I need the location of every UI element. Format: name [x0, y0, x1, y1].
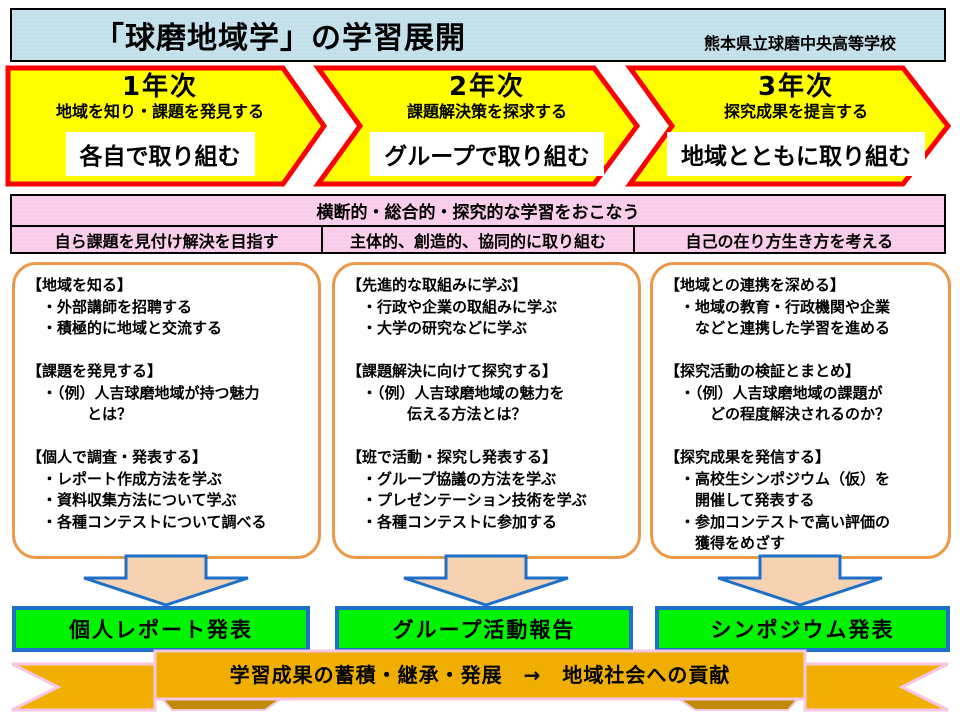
activity-line	[27, 340, 318, 362]
activities-year2-card: 【先進的な取組みに学ぶ】 ・行政や企業の取組みに学ぶ ・大学の研究などに学ぶ 【…	[332, 262, 641, 559]
activity-line: 【地域との連携を深める】	[665, 276, 845, 294]
stage-year3-mode: 地域とともに取り組む	[667, 132, 925, 176]
activity-line	[27, 426, 318, 448]
activity-line: 【先進的な取組みに学ぶ】	[347, 276, 528, 294]
stage-year3: 3年次 探究成果を提言する 地域とともに取り組む	[660, 72, 932, 182]
stage-year3-title: 3年次	[757, 72, 835, 102]
activity-line: ・（例）人吉球磨地域が持つ魅力	[27, 383, 260, 402]
activity-line: ・プレゼンテーション技術を学ぶ	[347, 491, 587, 509]
down-arrows-graphic	[83, 554, 883, 607]
stage-year2-title: 2年次	[448, 72, 526, 102]
activity-line	[347, 426, 638, 448]
activity-line: ・参加コンテストで高い評価の	[665, 512, 891, 531]
stage-year1-subtitle: 地域を知り・課題を発見する	[55, 102, 264, 121]
activity-line	[665, 426, 948, 448]
stage-year2: 2年次 課題解決策を探求する グループで取り組む	[346, 72, 628, 182]
activities-year3-card: 【地域との連携を深める】 ・地域の教育・行政機関や企業 などと連携した学習を進め…	[650, 262, 951, 559]
activity-line: 伝える方法とは？	[347, 405, 527, 423]
ribbon-right-tail	[803, 662, 949, 712]
output-year2: グループ活動報告	[335, 606, 633, 652]
activity-line: 【班で活動・探究し発表する】	[347, 448, 558, 466]
title-bar: 「球磨地域学」の学習展開 熊本県立球磨中央高等学校	[10, 8, 946, 62]
activity-line: ・行政や企業の取組みに学ぶ	[347, 297, 558, 316]
stage-year1-mode: 各自で取り組む	[65, 132, 255, 176]
activity-line: 開催して発表する	[665, 491, 815, 509]
approach-cell-3: 自己の在り方生き方を考える	[685, 231, 894, 251]
approach-cell-1: 自ら課題を見付け解決を目指す	[12, 227, 324, 252]
stage-year2-mode-box: グループで取り組む	[346, 132, 628, 176]
output-year3: シンポジウム発表	[655, 606, 950, 652]
activity-line: ・グループ協議の方法を学ぶ	[347, 469, 557, 488]
activity-line: ・（例）人吉球磨地域の課題が	[665, 383, 883, 402]
activity-line: 【個人で調査・発表する】	[27, 448, 208, 466]
ribbon-banner-graphic	[11, 649, 949, 712]
ribbon-center-panel	[153, 649, 807, 701]
stage-year2-subtitle: 課題解決策を探求する	[406, 102, 567, 121]
activity-line: 獲得をめざす	[665, 534, 786, 552]
activity-line: ・高校生シンポジウム（仮）を	[665, 469, 891, 488]
down-arrow-icon	[403, 554, 569, 607]
ribbon-banner-text: 学習成果の蓄積・継承・発展 → 地域社会への貢献	[229, 663, 731, 687]
activity-line: 【課題を発見する】	[27, 362, 163, 380]
stage-year1-title: 1年次	[121, 72, 199, 102]
activity-line: ・資料収集方法について学ぶ	[27, 491, 237, 509]
activity-line: ・各種コンテストについて調べる	[27, 512, 267, 531]
school-name: 熊本県立球磨中央高等学校	[703, 34, 896, 53]
stage-year3-mode-box: 地域とともに取り組む	[660, 132, 932, 176]
activity-line	[347, 340, 638, 362]
ribbon-left-tail	[11, 662, 157, 712]
activities-year1-card: 【地域を知る】 ・外部講師を招聘する ・積極的に地域と交流する 【課題を発見する…	[12, 262, 321, 559]
stage-year3-subtitle: 探究成果を提言する	[723, 102, 868, 121]
stage-year1-mode-box: 各自で取り組む	[14, 132, 306, 176]
activity-line: ・積極的に地域と交流する	[27, 319, 223, 337]
approach-cell-2: 主体的、創造的、協同的に取り組む	[323, 227, 635, 252]
approach-table: 横断的・総合的・探究的な学習をおこなう 自ら課題を見付け解決を目指す 主体的、創…	[10, 194, 946, 254]
activity-line: ・外部講師を招聘する	[27, 297, 193, 316]
activity-line: ・各種コンテストに参加する	[347, 512, 558, 531]
activity-line: ・大学の研究などに学ぶ	[347, 319, 528, 337]
stage-year1: 1年次 地域を知り・課題を発見する 各自で取り組む	[14, 72, 306, 182]
down-arrow-icon	[717, 554, 883, 607]
activity-line: どの程度解決されるのか？	[665, 405, 891, 423]
activity-line	[665, 340, 948, 362]
activity-line: 【地域を知る】	[27, 276, 133, 294]
activity-line: ・地域の教育・行政機関や企業	[665, 297, 891, 316]
down-arrow-icon	[83, 554, 249, 607]
page-title: 「球磨地域学」の学習展開	[94, 21, 466, 56]
stage-year2-mode: グループで取り組む	[370, 132, 604, 176]
activity-line: 【探究成果を発信する】	[665, 448, 831, 466]
approach-header: 横断的・総合的・探究的な学習をおこなう	[12, 196, 944, 227]
activity-line: ・レポート作成方法を学ぶ	[27, 469, 223, 488]
activity-line: 【探究活動の検証とまとめ】	[665, 362, 861, 380]
activity-line: 【課題解決に向けて探究する】	[347, 362, 558, 380]
activity-line: などと連携した学習を進める	[665, 319, 891, 337]
activity-line: ・（例）人吉球磨地域の魅力を	[347, 383, 565, 402]
approach-row: 自ら課題を見付け解決を目指す 主体的、創造的、協同的に取り組む 自己の在り方生き…	[12, 227, 944, 252]
activity-line: とは？	[27, 405, 133, 423]
